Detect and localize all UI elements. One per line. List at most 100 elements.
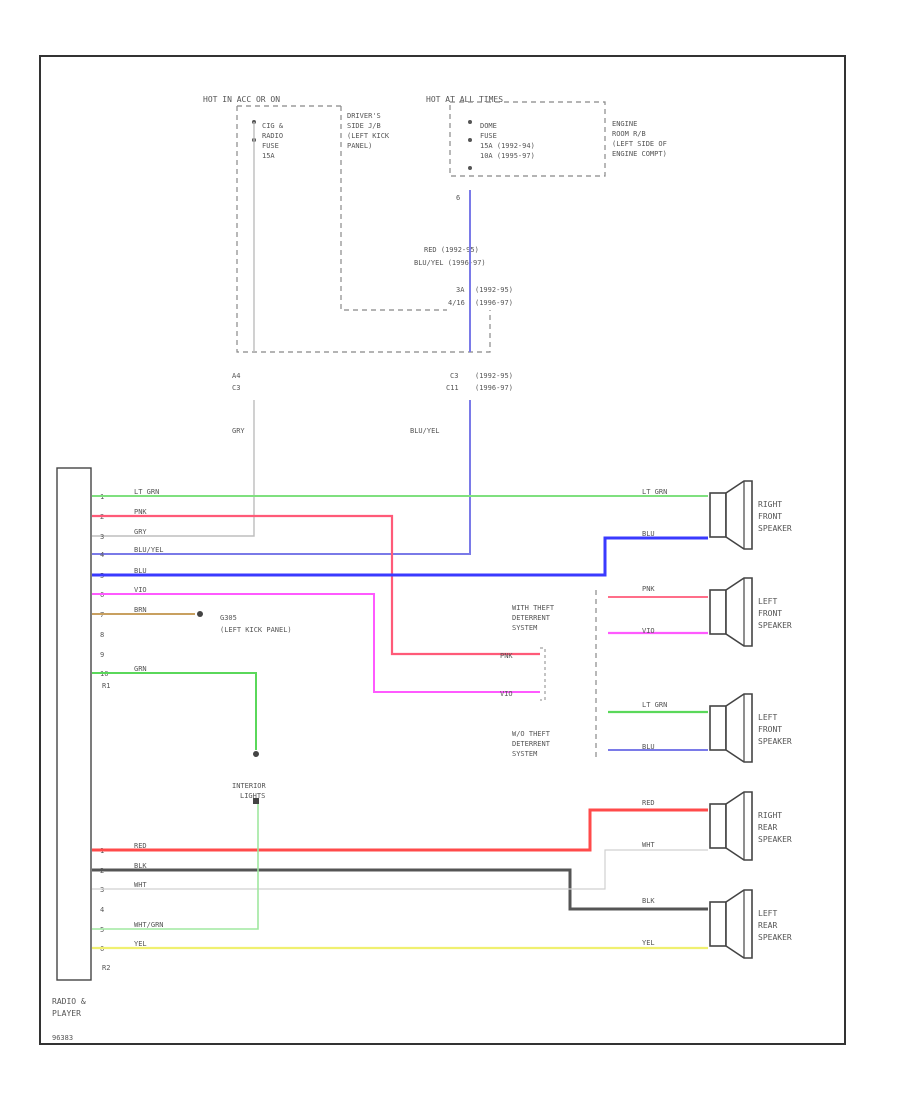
c3-right-note-label: (1992-95) <box>475 372 513 380</box>
speaker-cone <box>725 577 753 647</box>
fuse-left-line-1: CIG & <box>262 122 284 130</box>
pnk-wire <box>92 514 540 656</box>
jb-pin-note-label: (1992-95) <box>475 286 513 294</box>
jb-inner-outline <box>340 106 447 311</box>
speaker-name-line: LEFT <box>758 713 777 722</box>
speaker-cone <box>725 791 753 861</box>
fuse-right-line-1: DOME <box>480 122 497 130</box>
vio-wire <box>92 593 540 693</box>
speaker-name-line: RIGHT <box>758 500 782 509</box>
r1-pin-number: 3 <box>100 533 104 541</box>
fuse-right-terminal-top <box>468 120 472 124</box>
speaker-wire-bottom-label: BLU <box>642 743 655 751</box>
speaker-name-line: SPEAKER <box>758 835 792 844</box>
speaker-name-line: REAR <box>758 921 777 930</box>
r1-wire-label: BLU <box>134 567 147 575</box>
r2-wire-label: YEL <box>134 940 147 948</box>
interior-lights-line-1: INTERIOR <box>232 782 267 790</box>
speaker-name-line: LEFT <box>758 909 777 918</box>
speaker-wire-bottom-label: YEL <box>642 939 655 947</box>
ground-code-label: G305 <box>220 614 237 622</box>
ground-location-label: (LEFT KICK PANEL) <box>220 626 292 634</box>
bluyel-vertical-label: BLU/YEL <box>410 427 440 435</box>
c11-right-note-label: (1996-97) <box>475 384 513 392</box>
theft-vio-label: VIO <box>500 690 513 698</box>
with-theft-line-2: DETERRENT <box>512 614 551 622</box>
radio-code: 96383 <box>52 1034 73 1042</box>
speaker-5: BLK YEL LEFT REAR SPEAKER <box>642 889 792 959</box>
hot-at-all-times-label: HOT AT ALL TIMES <box>426 95 503 104</box>
engine-room-line-1: ENGINE <box>612 120 637 128</box>
c3-right-label: C3 <box>450 372 458 380</box>
engine-room-line-4: ENGINE COMPT) <box>612 150 667 158</box>
grn-wire <box>92 672 257 750</box>
speaker-body <box>709 901 727 947</box>
red-note-label: RED (1992-95) <box>424 246 479 254</box>
speaker-name-line: SPEAKER <box>758 524 792 533</box>
with-theft-line-3: SYSTEM <box>512 624 537 632</box>
diagram-frame <box>39 55 846 1045</box>
c11-right-label: C11 <box>446 384 459 392</box>
speaker-cone <box>725 693 753 763</box>
without-theft-line-2: DETERRENT <box>512 740 551 748</box>
connector-r1-label: R1 <box>102 682 110 690</box>
speaker-wire-top-label: LT GRN <box>642 488 667 496</box>
r2-wire-label: WHT/GRN <box>134 921 164 929</box>
c3-label: C3 <box>232 384 240 392</box>
r2-pin-number: 3 <box>100 886 104 894</box>
engine-room-line-2: ROOM R/B <box>612 130 646 138</box>
theft-pnk-label: PNK <box>500 652 513 660</box>
engine-rb-outline <box>449 101 606 177</box>
r1-wire-label: GRN <box>134 665 147 673</box>
r2-pin-number: 5 <box>100 926 104 934</box>
speaker-name-line: LEFT <box>758 597 777 606</box>
bluyel-note-label: BLU/YEL (1996-97) <box>414 259 486 267</box>
interior-lights-line-2: LIGHTS <box>240 792 265 800</box>
interior-lights-terminal-top <box>253 751 259 757</box>
pin-6-label: 6 <box>456 194 460 202</box>
speaker-1: LT GRN BLU RIGHT FRONT SPEAKER <box>642 480 792 550</box>
jb-code-label: 4/16 <box>448 299 465 307</box>
a4-label: A4 <box>232 372 240 380</box>
radio-label-1: RADIO & <box>52 997 86 1006</box>
blu-wire <box>92 536 708 577</box>
speaker-name-line: SPEAKER <box>758 933 792 942</box>
fuse-left-line-4: 15A <box>262 152 275 160</box>
hot-in-acc-label: HOT IN ACC OR ON <box>203 95 280 104</box>
without-theft-line-1: W/O THEFT <box>512 730 551 738</box>
speaker-wire-top-label: RED <box>642 799 655 807</box>
driver-jb-line-2: SIDE J/B <box>347 122 381 130</box>
radio-label-2: PLAYER <box>52 1009 81 1018</box>
fuse-right-terminal-bottom <box>468 166 472 170</box>
speakers-group: LT GRNBLURIGHTFRONTSPEAKERPNKVIOLEFTFRON… <box>642 480 792 959</box>
speaker-body <box>709 589 727 635</box>
jb-outline <box>236 106 491 353</box>
interior-lights-terminal-bottom <box>253 798 259 804</box>
fuse-right-line-4: 10A (1995-97) <box>480 152 535 160</box>
speaker-name-line: RIGHT <box>758 811 782 820</box>
r1-pin-number: 8 <box>100 631 104 639</box>
speaker-body <box>709 705 727 751</box>
r1-pin-number: 4 <box>100 551 104 559</box>
with-theft-line-1: WITH THEFT <box>512 604 555 612</box>
driver-jb-line-4: PANEL) <box>347 142 372 150</box>
fuse-left-line-3: FUSE <box>262 142 279 150</box>
wht-wire <box>92 849 708 890</box>
theft-switch-bracket <box>540 647 546 701</box>
wht-grn-wire <box>92 800 259 930</box>
speaker-wire-bottom-label: BLU <box>642 530 655 538</box>
fuse-left-line-2: RADIO <box>262 132 283 140</box>
without-theft-line-3: SYSTEM <box>512 750 537 758</box>
engine-room-line-3: (LEFT SIDE OF <box>612 140 667 148</box>
fuse-right-terminal-mid <box>468 138 472 142</box>
speaker-name-line: FRONT <box>758 512 782 521</box>
red-wire <box>92 808 708 852</box>
speaker-body <box>709 492 727 538</box>
r1-pin-number: 9 <box>100 651 104 659</box>
speaker-wire-top-label: BLK <box>642 897 655 905</box>
speaker-name-line: SPEAKER <box>758 737 792 746</box>
speaker-name-line: FRONT <box>758 609 782 618</box>
